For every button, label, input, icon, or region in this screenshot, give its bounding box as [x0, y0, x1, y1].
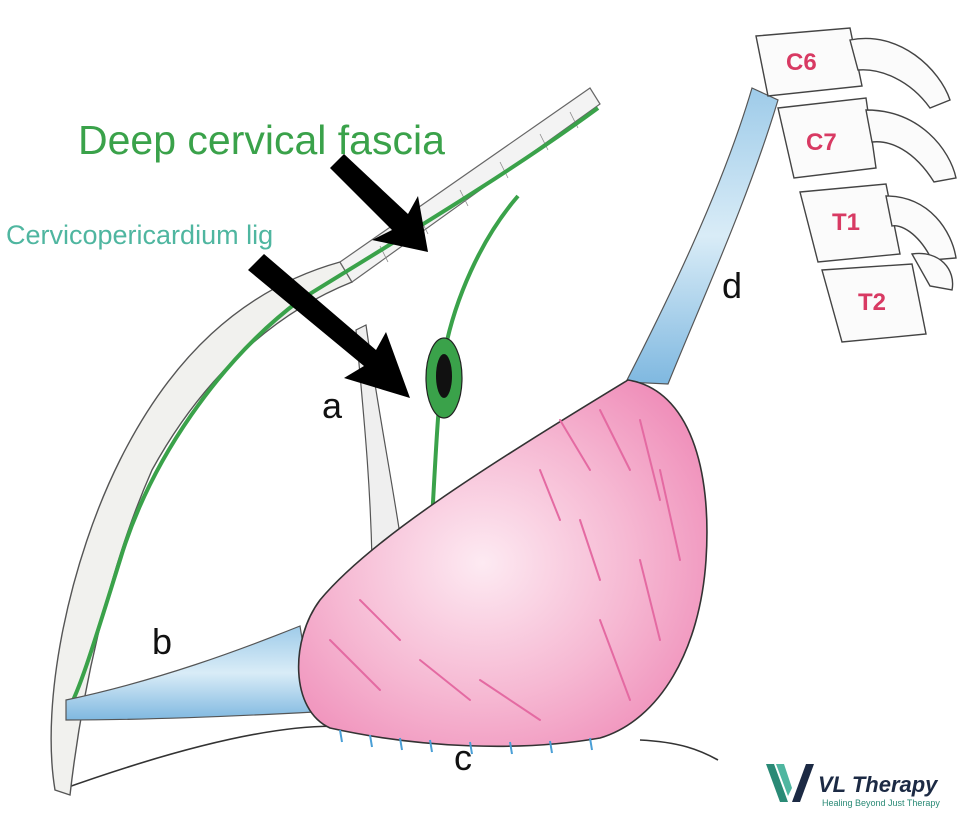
label-b: b [152, 621, 173, 662]
vertebra-process [865, 109, 957, 183]
pericardium [297, 379, 708, 748]
label-a: a [322, 385, 343, 426]
ligament-b [65, 625, 315, 721]
vertebra-label-t2: T2 [858, 289, 886, 316]
vl-therapy-logo: VL Therapy Healing Beyond Just Therapy [762, 758, 942, 820]
vertebral-column [755, 27, 957, 343]
ligament-d [625, 87, 779, 385]
label-c: c [454, 737, 472, 778]
ligament-node-core [436, 354, 452, 398]
vertebra-body [777, 97, 877, 179]
label-cervicopericardium-lig: Cervicopericardium lig [6, 220, 274, 250]
deep-cervical-fascia-line [66, 106, 600, 712]
base-attachment-marks [339, 729, 593, 755]
label-deep-cervical-fascia: Deep cervical fascia [78, 117, 445, 163]
vertebra-body [755, 27, 863, 97]
arrow-icon [248, 254, 410, 398]
vertebra-body [821, 263, 927, 343]
vertebra-process [910, 252, 954, 291]
pericardium-fibers [329, 409, 681, 721]
vl-therapy-logo-icon [766, 764, 814, 802]
arrow-icon [330, 154, 428, 252]
vertebra-process [849, 37, 951, 109]
logo-tagline: Healing Beyond Just Therapy [822, 798, 940, 808]
vertebra-label-c6: C6 [786, 49, 817, 76]
vertebra-process [885, 195, 957, 261]
vertebra-body [799, 183, 901, 263]
vertebra-label-t1: T1 [832, 209, 860, 236]
vertebra-labels: C6 C7 T1 T2 [786, 49, 886, 316]
logo-brand: VL Therapy [818, 772, 938, 797]
vertebra-label-c7: C7 [806, 129, 837, 156]
label-d: d [722, 265, 743, 306]
